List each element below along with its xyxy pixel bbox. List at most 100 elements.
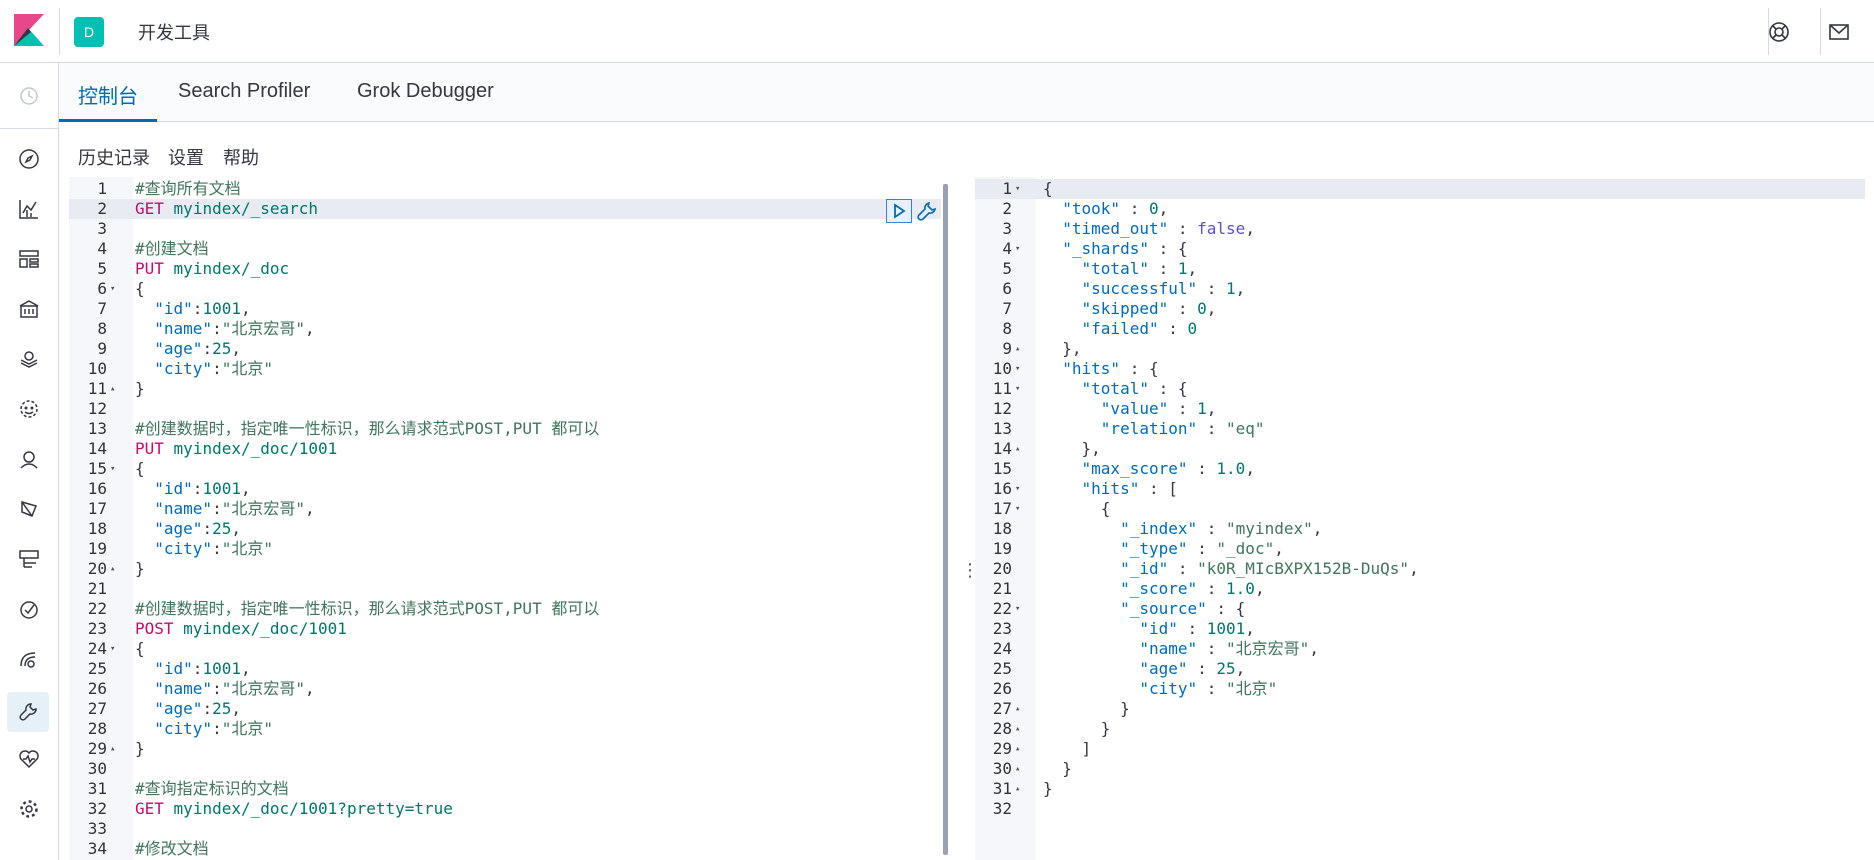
code-token [1043, 679, 1139, 698]
fold-open-icon[interactable]: ▾ [1015, 244, 1021, 254]
code-token [135, 499, 154, 518]
code-token: : [1148, 259, 1178, 278]
code-line: 15▾{ [69, 459, 941, 479]
code-token [135, 359, 154, 378]
fold-close-icon[interactable]: ▴ [1015, 744, 1021, 754]
tab-console[interactable]: 控制台 [78, 86, 138, 108]
tab-grok-debugger[interactable]: Grok Debugger [357, 80, 494, 102]
monitoring-icon[interactable] [16, 746, 42, 772]
fold-open-icon[interactable]: ▾ [1015, 364, 1021, 374]
line-number: 12 [992, 399, 1012, 418]
code-line: 30 [69, 759, 941, 779]
pane-resize-handle[interactable]: ⋮ [961, 560, 979, 580]
fold-open-icon[interactable]: ▾ [1015, 604, 1021, 614]
fold-open-icon[interactable]: ▾ [1015, 504, 1021, 514]
code-token: "name" [1139, 639, 1198, 658]
editor-scrollbar[interactable] [943, 184, 948, 855]
fold-open-icon[interactable]: ▾ [110, 464, 116, 474]
code-line: 8 "name":"北京宏哥", [69, 319, 941, 339]
help-link[interactable]: 帮助 [223, 148, 259, 168]
code-token: , [1274, 539, 1284, 558]
code-text: } [1043, 719, 1111, 739]
fold-close-icon[interactable]: ▴ [1015, 344, 1021, 354]
code-token: #创建数据时，指定唯一性标识，那么请求范式POST,PUT 都可以 [135, 419, 600, 438]
code-token: : [1158, 319, 1188, 338]
tab-search-profiler[interactable]: Search Profiler [178, 80, 311, 102]
code-token: 25 [212, 339, 232, 358]
fold-open-icon[interactable]: ▾ [1015, 484, 1021, 494]
code-line: 2 "took" : 0, [975, 199, 1865, 219]
code-token: : [212, 359, 222, 378]
send-request-button[interactable] [886, 199, 912, 223]
code-line: 34#修改文档 [69, 839, 941, 859]
user-icon[interactable] [16, 446, 42, 472]
code-text: "total" : { [1043, 379, 1188, 399]
code-text: "_id" : "k0R_MIcBXPX152B-DuQs", [1043, 559, 1419, 579]
gear-icon[interactable] [16, 796, 42, 822]
canvas-icon[interactable] [16, 296, 42, 322]
fold-close-icon[interactable]: ▴ [1015, 764, 1021, 774]
ml-icon[interactable] [16, 396, 42, 422]
code-token [135, 679, 154, 698]
code-token: "age" [1139, 659, 1188, 678]
fold-close-icon[interactable]: ▴ [110, 564, 116, 574]
wrench-icon[interactable] [916, 200, 938, 222]
code-line: 25 "age" : 25, [975, 659, 1865, 679]
code-line: 3 "timed_out" : false, [975, 219, 1865, 239]
code-token [1043, 239, 1062, 258]
fold-open-icon[interactable]: ▾ [110, 644, 116, 654]
fold-close-icon[interactable]: ▴ [1015, 784, 1021, 794]
line-number: 10 [992, 359, 1012, 378]
code-text: GET myindex/_search [135, 199, 318, 219]
fold-open-icon[interactable]: ▾ [110, 284, 116, 294]
code-token [1043, 619, 1139, 638]
fold-close-icon[interactable]: ▴ [1015, 444, 1021, 454]
history-link[interactable]: 历史记录 [78, 148, 150, 168]
code-token: , [1409, 559, 1419, 578]
code-token: #查询指定标识的文档 [135, 779, 289, 798]
fold-close-icon[interactable]: ▴ [1015, 724, 1021, 734]
settings-link[interactable]: 设置 [168, 148, 204, 168]
chart-icon[interactable] [16, 196, 42, 222]
code-text: "total" : 1, [1043, 259, 1198, 279]
code-text: "took" : 0, [1043, 199, 1168, 219]
code-token [135, 699, 154, 718]
code-line: 12 "value" : 1, [975, 399, 1865, 419]
code-line: 28▴ } [975, 719, 1865, 739]
fold-close-icon[interactable]: ▴ [110, 384, 116, 394]
line-number: 32 [992, 799, 1012, 818]
help-icon[interactable] [1767, 20, 1791, 44]
mail-icon[interactable] [1827, 20, 1851, 44]
fold-open-icon[interactable]: ▾ [1015, 384, 1021, 394]
uptime-icon[interactable] [16, 596, 42, 622]
fold-open-icon[interactable]: ▾ [1015, 184, 1021, 194]
maps-icon[interactable] [16, 346, 42, 372]
compass-icon[interactable] [16, 146, 42, 172]
apm-icon[interactable] [16, 646, 42, 672]
code-token: : [212, 719, 222, 738]
siem-icon[interactable] [16, 496, 42, 522]
dashboard-icon[interactable] [16, 246, 42, 272]
logs-icon[interactable] [16, 546, 42, 572]
code-line: 4#创建文档 [69, 239, 941, 259]
code-token: : [1197, 579, 1227, 598]
code-token: 1.0 [1216, 459, 1246, 478]
clock-icon[interactable] [16, 83, 42, 109]
fold-close-icon[interactable]: ▴ [110, 744, 116, 754]
code-token: GET [135, 199, 164, 218]
space-avatar[interactable]: D [74, 17, 104, 47]
kibana-logo-icon[interactable] [14, 14, 44, 46]
dev-tools-icon[interactable] [7, 692, 49, 732]
code-token: } [1043, 719, 1111, 738]
code-token: "relation" [1100, 419, 1198, 438]
code-token: "北京" [221, 359, 273, 378]
fold-close-icon[interactable]: ▴ [1015, 704, 1021, 714]
line-number: 28 [87, 719, 107, 738]
code-line: 11▾ "total" : { [975, 379, 1865, 399]
code-line: 32 [975, 799, 1865, 819]
code-line: 6▾{ [69, 279, 941, 299]
code-text: "_score" : 1.0, [1043, 579, 1265, 599]
line-number: 20 [992, 559, 1012, 578]
